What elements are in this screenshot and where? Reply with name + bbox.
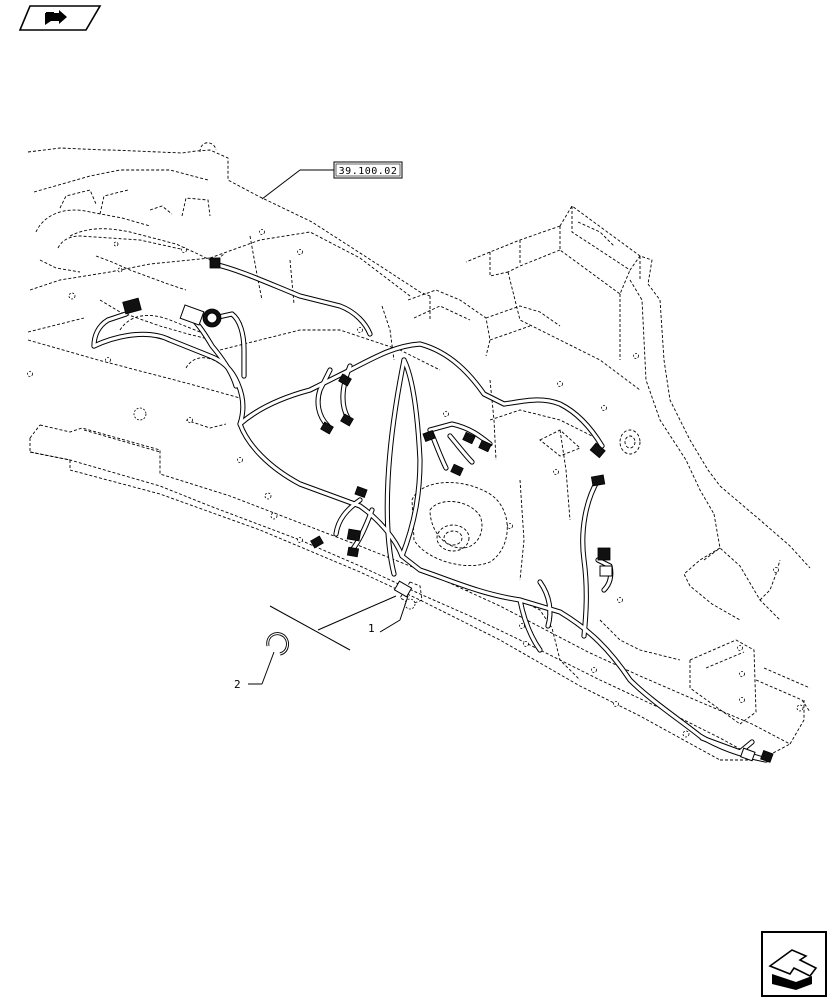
harness-wire-segment — [91, 331, 769, 763]
harness-wire-segment-inner — [738, 740, 754, 754]
harness-wire-segment-inner — [212, 262, 372, 336]
harness-wire-fill — [92, 262, 768, 762]
callout-1-number: 1 — [368, 622, 375, 635]
harness-wire-segment-inner — [448, 434, 474, 464]
harness-wire-outline — [91, 261, 769, 763]
harness-connectors — [122, 257, 774, 763]
callout-2-number: 2 — [234, 678, 241, 691]
next-page-arrow-icon[interactable] — [761, 931, 827, 997]
harness-wire-segment-inner — [700, 736, 768, 762]
reference-box[interactable]: 39.100.02 — [261, 161, 403, 200]
harness-wire-segment-inner — [350, 508, 374, 552]
harness-wire-segment-inner — [334, 498, 362, 536]
harness-wire-segment-inner — [518, 598, 542, 652]
wiring-harness — [91, 261, 769, 763]
reference-label: 39.100.02 — [339, 166, 398, 177]
callout-2: 2 — [234, 651, 275, 691]
harness-wire-segment-inner — [238, 342, 604, 448]
harness-wire-segment-inner — [92, 332, 768, 762]
harness-wire-segment-inner — [385, 358, 406, 576]
harness-wire-segment-inner — [212, 312, 246, 378]
harness-wire-segment-inner — [428, 422, 492, 446]
clip-part — [266, 632, 289, 656]
harness-wire-segment-inner — [538, 580, 552, 628]
callout-1: 1 — [269, 595, 409, 651]
harness-wire-segment-inner — [400, 358, 422, 558]
harness-wire-segment-inner — [581, 478, 600, 638]
harness-wire-segment-inner — [341, 364, 352, 420]
chassis-frame-outline — [27, 142, 811, 761]
book-arrow-icon[interactable] — [18, 5, 102, 31]
harness-wire-segment-inner — [92, 312, 128, 348]
